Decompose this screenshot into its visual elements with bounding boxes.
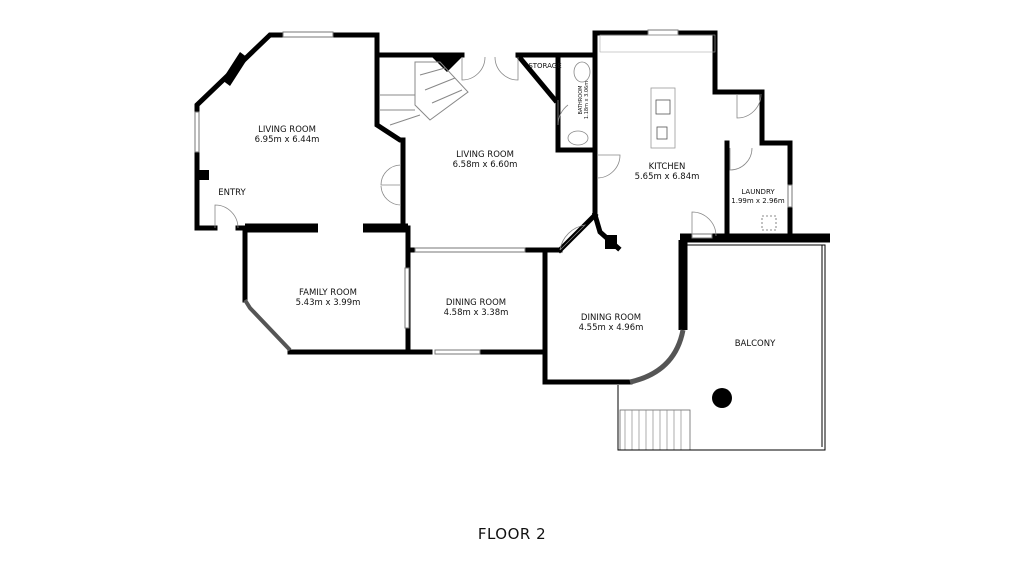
kitchen-size: 5.65m x 6.84m bbox=[635, 172, 700, 182]
dining-room-2-name: DINING ROOM bbox=[581, 313, 641, 323]
family-room-size: 5.43m x 3.99m bbox=[296, 298, 361, 308]
stairs bbox=[380, 61, 691, 451]
doors bbox=[214, 56, 762, 251]
bathroom-fixtures bbox=[567, 61, 777, 231]
storage-name: STORAGE bbox=[528, 62, 561, 70]
kitchen-island bbox=[599, 34, 716, 149]
living-room-1-name: LIVING ROOM bbox=[258, 125, 316, 135]
living-room-2-size: 6.58m x 6.60m bbox=[453, 160, 518, 170]
floor-label: FLOOR 2 bbox=[477, 525, 547, 543]
living-room-2-name: LIVING ROOM bbox=[456, 150, 514, 160]
bathroom-size: 1.18m x 3.06m bbox=[584, 81, 590, 119]
dining-room-2-size: 4.55m x 4.96m bbox=[579, 323, 644, 333]
laundry-size: 1.99m x 2.96m bbox=[731, 197, 785, 205]
column-icon bbox=[712, 388, 732, 408]
living-room-1-size: 6.95m x 6.44m bbox=[255, 135, 320, 145]
bathroom-name: BATHROOM bbox=[578, 86, 584, 115]
dining-room-1-size: 4.58m x 3.38m bbox=[444, 308, 509, 318]
entry-name: ENTRY bbox=[218, 188, 246, 198]
family-room-name: FAMILY ROOM bbox=[299, 288, 357, 298]
walls bbox=[194, 30, 830, 385]
kitchen-name: KITCHEN bbox=[649, 162, 686, 172]
balcony-outline bbox=[617, 244, 826, 451]
laundry-name: LAUNDRY bbox=[741, 188, 775, 196]
windows bbox=[194, 29, 793, 385]
dining-room-1-name: DINING ROOM bbox=[446, 298, 506, 308]
room-labels: LIVING ROOM 6.95m x 6.44m ENTRY LIVING R… bbox=[218, 62, 785, 349]
balcony-name: BALCONY bbox=[735, 339, 776, 349]
